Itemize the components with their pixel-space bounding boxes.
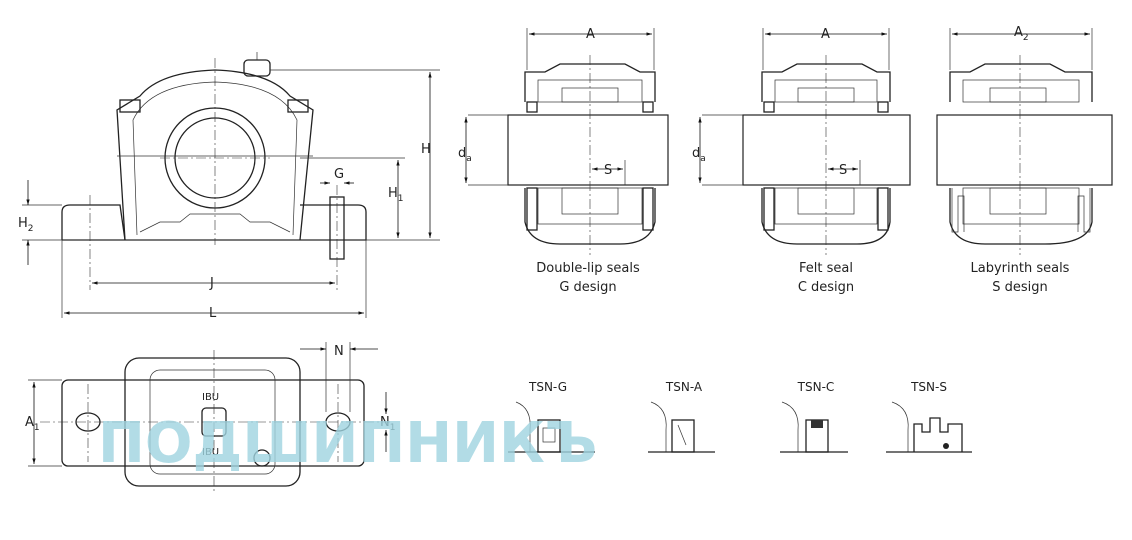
- section-1-seal-right-top: [642, 101, 654, 113]
- base-outline: [61, 379, 365, 467]
- section-3-shaft: [936, 114, 1113, 186]
- section-2-label-S: S: [839, 163, 847, 178]
- seal-label-tsn-s: TSN-S: [910, 380, 947, 394]
- label-J: J: [209, 276, 214, 291]
- seal-type-tsn-a: TSN-A: [648, 380, 715, 453]
- seal-tsn-a-body: [671, 419, 695, 453]
- label-N: N: [334, 344, 344, 359]
- seal-tsn-s-profile: [891, 401, 909, 452]
- seal-label-tsn-g: TSN-G: [528, 380, 567, 394]
- section-1-seal-right-bottom: [642, 187, 654, 231]
- grease-fitting-top: [253, 449, 271, 467]
- section-3-cap-inner: [962, 79, 1080, 103]
- section-2-seal-left-top: [763, 101, 775, 113]
- cast-text-bottom: IBU: [202, 447, 219, 458]
- section-3-label-A2: A2: [1014, 25, 1029, 43]
- section-1-label-A: A: [586, 27, 595, 42]
- label-L: L: [209, 306, 217, 321]
- seal-tsn-a-profile: [650, 401, 667, 452]
- top-view: IBU IBU A1 N N1: [25, 342, 395, 494]
- seal-tsn-g-lip: [542, 427, 556, 443]
- section-3-housing: [949, 63, 1093, 245]
- section-3-caption-line2: S design: [992, 280, 1048, 295]
- section-1-shaft: [507, 114, 669, 186]
- section-c-design: da S A Felt seal C design: [692, 27, 911, 295]
- cast-text-top: IBU: [202, 392, 219, 403]
- foot-recess: [139, 213, 291, 233]
- section-s-design: A2 Labyrinth seals S design: [936, 25, 1113, 295]
- seal-type-tsn-g: TSN-G: [508, 380, 595, 453]
- section-2-caption-line1: Felt seal: [799, 261, 853, 276]
- section-2-caption-line2: C design: [798, 280, 854, 295]
- seal-label-tsn-c: TSN-C: [797, 380, 835, 394]
- housing-body: [116, 69, 314, 241]
- section-g-design: da S A Double-lip seals G design: [458, 27, 669, 295]
- label-N1: N1: [380, 415, 395, 433]
- front-view: H H1 H2 G J L: [18, 52, 440, 321]
- section-2-label-da: da: [692, 146, 706, 164]
- section-1-label-S: S: [604, 163, 612, 178]
- label-H: H: [421, 142, 431, 157]
- section-1-seal-left-top: [526, 101, 538, 113]
- label-A1: A1: [25, 415, 40, 433]
- seal-type-tsn-s: TSN-S: [886, 380, 972, 453]
- section-1-caption-line2: G design: [559, 280, 616, 295]
- section-1-seal-left-bottom: [526, 187, 538, 231]
- seal-type-tsn-c: TSN-C: [780, 380, 848, 453]
- section-1-caption-line1: Double-lip seals: [536, 261, 640, 276]
- section-3-labyrinth-left: [951, 188, 965, 233]
- section-2-shaft: [742, 114, 911, 186]
- housing-base: [61, 204, 367, 241]
- label-H1: H1: [388, 186, 404, 204]
- cap-bolt-left: [119, 99, 141, 113]
- seal-tsn-c-felt: [811, 420, 823, 428]
- section-3-bearing-top: [989, 87, 1047, 103]
- label-H2: H2: [18, 216, 34, 234]
- section-2-housing: [761, 63, 891, 245]
- label-G: G: [334, 167, 344, 182]
- section-2-seal-left-bottom: [763, 187, 775, 231]
- section-1-label-da: da: [458, 146, 472, 164]
- watermark-text: ПОДШИПНИКЪ: [98, 411, 597, 476]
- section-3-labyrinth-right: [1077, 188, 1091, 233]
- section-3-base-inner: [962, 187, 1080, 225]
- section-2-label-A: A: [821, 27, 830, 42]
- section-2-seal-right-bottom: [877, 187, 889, 231]
- section-2-seal-right-top: [877, 101, 889, 113]
- seal-tsn-g-profile: [515, 401, 531, 452]
- section-3-bearing-bottom: [989, 187, 1047, 215]
- housing-inner-contour: [132, 81, 298, 236]
- seal-tsn-c-profile: [781, 401, 799, 452]
- seal-tsn-s-oring: [943, 443, 949, 449]
- seal-tsn-s-labyrinth: [913, 417, 963, 452]
- seal-tsn-a-vring: [677, 424, 687, 446]
- cap-bolt-right: [287, 99, 309, 113]
- section-3-caption-line1: Labyrinth seals: [971, 261, 1070, 276]
- seal-label-tsn-a: TSN-A: [665, 380, 703, 394]
